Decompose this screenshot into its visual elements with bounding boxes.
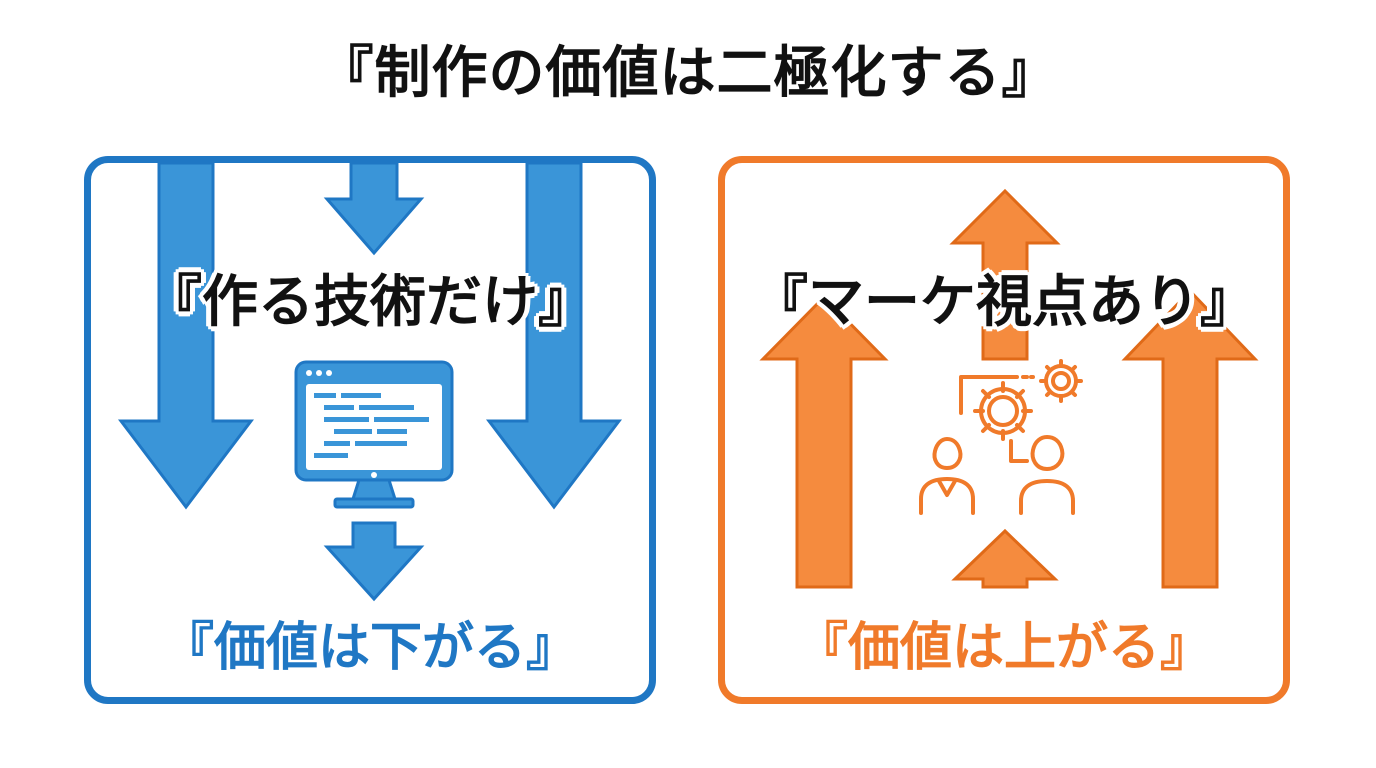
down-arrow-left: [117, 163, 255, 510]
right-panel-heading: 『マーケ視点あり』: [752, 270, 1256, 335]
left-panel-result: 『価値は下がる』: [161, 618, 578, 678]
down-arrow-top: [323, 163, 425, 256]
computer-code-monitor-icon: [294, 360, 454, 509]
down-arrow-right: [485, 163, 623, 510]
people-gears-strategy-icon: [919, 359, 1083, 515]
up-arrow-bottom: [951, 528, 1059, 589]
page-title: 『制作の価値は二極化する』: [317, 41, 1059, 106]
left-panel-heading: 『作る技術だけ』: [146, 270, 594, 335]
left-panel-graphics: [117, 163, 623, 602]
up-arrow-left: [759, 294, 889, 589]
up-arrow-right: [1121, 288, 1259, 589]
up-arrow-top: [949, 188, 1061, 361]
right-panel-result: 『価値は上がる』: [795, 618, 1212, 678]
right-panel: 『マーケ視点あり』 『価値は上がる』: [718, 156, 1290, 704]
left-panel: 『作る技術だけ』 『価値は下がる』: [84, 156, 656, 704]
right-panel-graphics: [759, 188, 1259, 589]
down-arrow-bottom: [323, 521, 425, 602]
